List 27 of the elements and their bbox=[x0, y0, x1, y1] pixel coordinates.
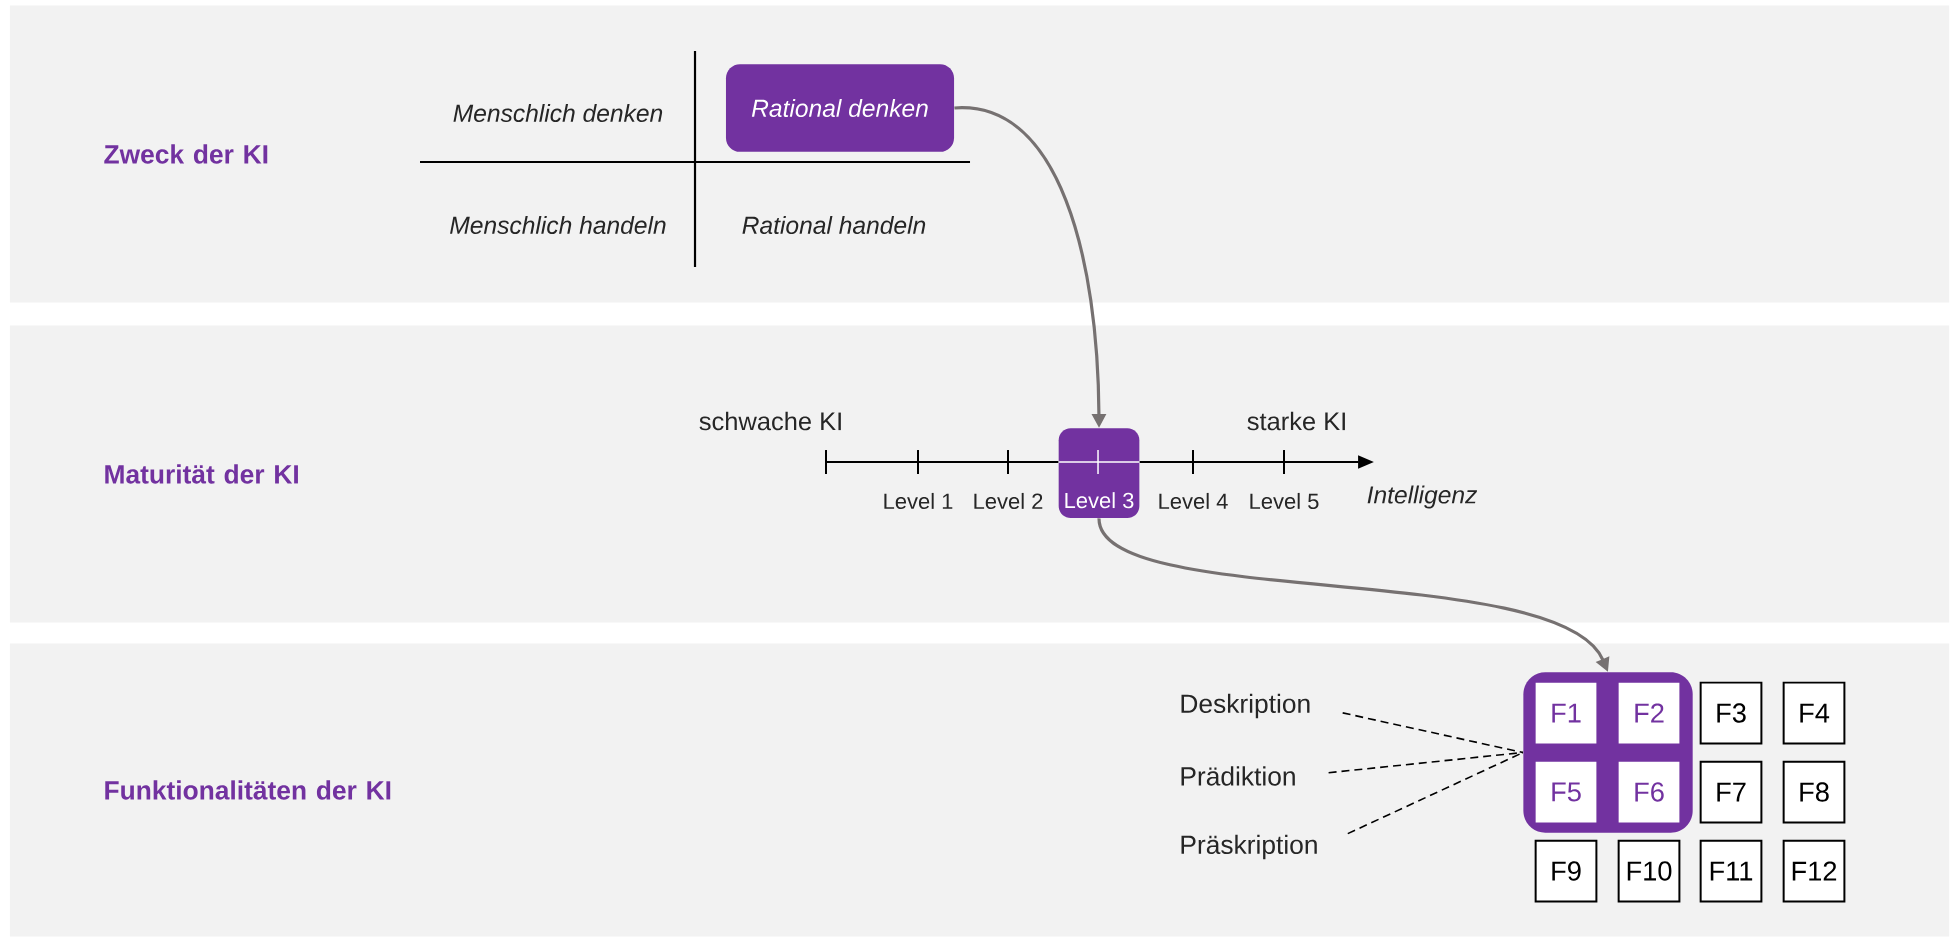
function-box: F9 bbox=[1534, 839, 1598, 903]
function-box: F5 bbox=[1535, 761, 1597, 823]
function-box: F4 bbox=[1782, 681, 1846, 745]
tick-label: Level 5 bbox=[1250, 492, 1319, 510]
dashed-line bbox=[1327, 751, 1524, 774]
axis-label: starke KI bbox=[1247, 411, 1345, 431]
dashed-line bbox=[1341, 712, 1524, 754]
tick-label: Level 1 bbox=[884, 492, 953, 510]
category-label: Präskription bbox=[1181, 834, 1317, 860]
quadrant-label: Rational handeln bbox=[742, 215, 926, 235]
function-box: F6 bbox=[1618, 761, 1680, 823]
function-box: F10 bbox=[1617, 839, 1681, 903]
function-box: F2 bbox=[1618, 682, 1680, 744]
quadrant-label: Menschlich denken bbox=[453, 103, 663, 123]
category-label: Prädiktion bbox=[1181, 766, 1295, 786]
category-label: Deskription bbox=[1181, 693, 1310, 719]
function-box: F11 bbox=[1699, 839, 1763, 903]
quadrant-label: Menschlich handeln bbox=[450, 215, 666, 235]
function-box: F12 bbox=[1782, 839, 1846, 903]
axis-label: schwache KI bbox=[699, 411, 841, 431]
function-box: F8 bbox=[1782, 760, 1846, 824]
axis-title: Intelligenz bbox=[1367, 485, 1478, 509]
function-box: F3 bbox=[1699, 681, 1763, 745]
function-box: F1 bbox=[1535, 682, 1597, 744]
level-box: Level 3 bbox=[1058, 428, 1140, 518]
function-box: F7 bbox=[1699, 760, 1763, 824]
highlight-box: Rational denken bbox=[725, 64, 955, 152]
